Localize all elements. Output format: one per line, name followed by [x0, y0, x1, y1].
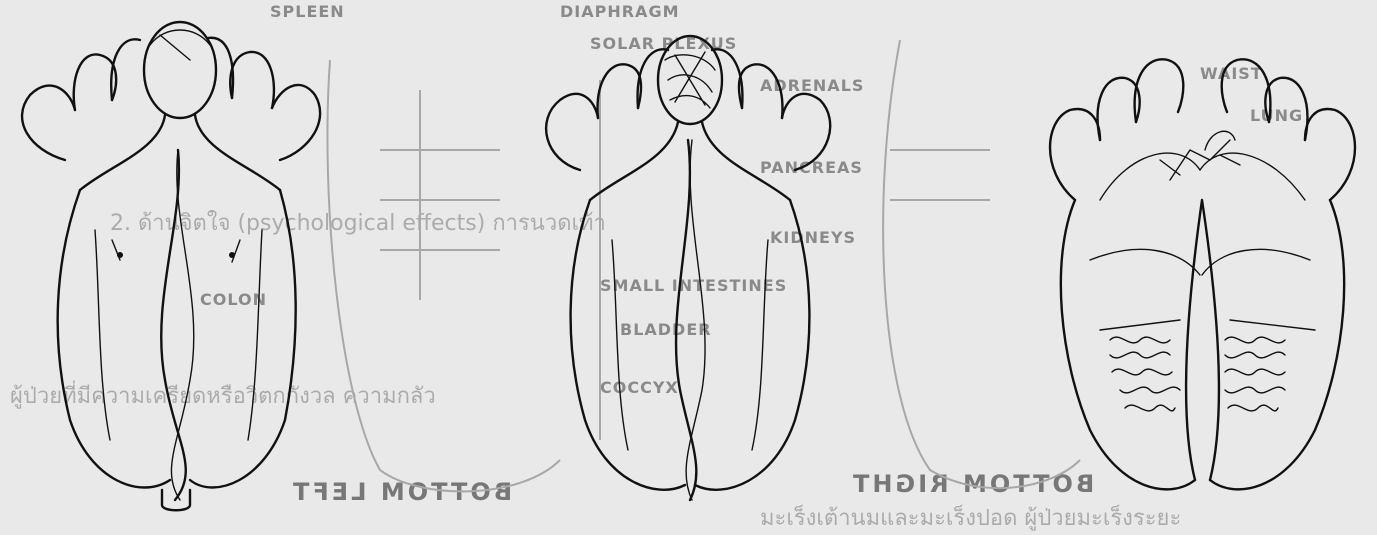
foot-diagram-back-body [520, 0, 860, 532]
foot-diagram-organs [1030, 0, 1377, 532]
foot-diagram-front-body [0, 0, 340, 532]
